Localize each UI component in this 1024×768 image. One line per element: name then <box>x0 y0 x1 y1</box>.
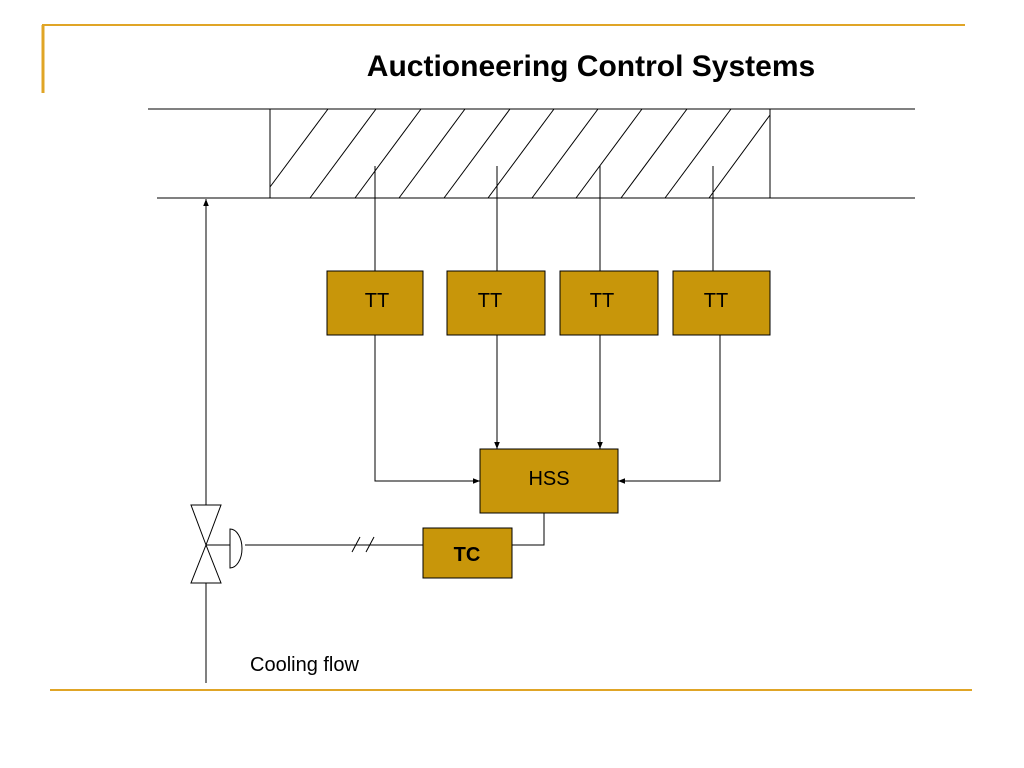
transmitter-label: TT <box>478 290 502 312</box>
slide-title: Auctioneering Control Systems <box>367 50 815 83</box>
transmitter-label: TT <box>365 290 389 312</box>
process-vessel <box>148 108 915 199</box>
valve-body-upper <box>190 504 222 547</box>
transmitter-block: TT <box>446 270 546 336</box>
temperature-transmitters: TT TT TT TT <box>326 270 771 336</box>
signal-lines <box>374 335 721 484</box>
signal-mark <box>365 536 375 553</box>
transmitter-block: TT <box>672 270 771 336</box>
cooling-flow-label: Cooling flow <box>250 654 360 676</box>
transmitter-label: TT <box>704 290 728 312</box>
temperature-controller: TC <box>422 527 513 579</box>
selector-label: HSS <box>528 468 569 490</box>
transmitter-label: TT <box>590 290 614 312</box>
signal-line-4 <box>618 335 721 484</box>
control-valve <box>190 504 243 584</box>
signal-mark <box>351 536 361 553</box>
diaphragm-actuator-icon <box>229 528 243 569</box>
transmitter-block: TT <box>559 270 659 336</box>
signal-line-1 <box>374 335 480 484</box>
high-signal-selector: HSS <box>479 448 619 514</box>
selector-to-controller-line <box>512 513 545 546</box>
transmitter-block: TT <box>326 270 424 336</box>
controller-label: TC <box>454 544 481 566</box>
hatched-heated-zone <box>269 108 771 199</box>
slide-frame <box>41 24 972 691</box>
valve-body-lower <box>190 543 222 584</box>
controller-output-line <box>245 536 423 553</box>
sensor-leads <box>374 166 714 271</box>
